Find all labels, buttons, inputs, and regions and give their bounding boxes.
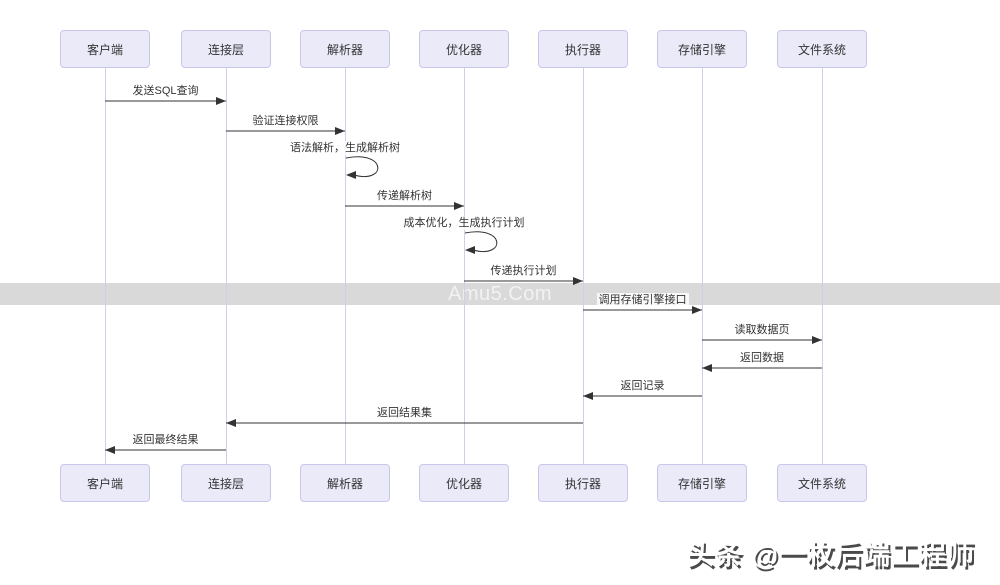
participant-box-bottom-7: 文件系统 bbox=[777, 464, 867, 502]
message-label: 调用存储引擎接口 bbox=[596, 293, 689, 307]
participant-label: 执行器 bbox=[564, 476, 601, 491]
participant-label: 执行器 bbox=[564, 42, 601, 57]
message-label: 返回记录 bbox=[618, 379, 667, 393]
credit-text: 头条 @一枚后端工程师 bbox=[687, 540, 975, 570]
participant-label: 存储引擎 bbox=[677, 42, 726, 57]
participant-label: 优化器 bbox=[445, 476, 482, 491]
participant-box-bottom-3: 解析器 bbox=[300, 464, 390, 502]
participant-label: 文件系统 bbox=[797, 42, 846, 57]
message-label: 发送SQL查询 bbox=[130, 84, 201, 98]
lifeline-2 bbox=[225, 68, 227, 464]
participant-box-top-3: 解析器 bbox=[300, 30, 390, 68]
participant-label: 连接层 bbox=[207, 476, 244, 491]
participant-label: 优化器 bbox=[445, 42, 482, 57]
lifeline-5 bbox=[582, 68, 584, 464]
lifeline-1 bbox=[104, 68, 106, 464]
arrowhead bbox=[216, 97, 226, 105]
arrowhead bbox=[573, 277, 583, 285]
participant-box-top-2: 连接层 bbox=[181, 30, 271, 68]
watermark-text: Amu5.Com bbox=[447, 282, 553, 305]
message-label: 返回结果集 bbox=[375, 406, 434, 420]
arrowhead bbox=[465, 246, 475, 254]
message-label: 验证连接权限 bbox=[250, 114, 321, 128]
arrowhead bbox=[583, 392, 593, 400]
lifeline-3 bbox=[344, 68, 346, 464]
participant-box-bottom-4: 优化器 bbox=[419, 464, 509, 502]
message-label: 传递解析树 bbox=[375, 189, 434, 203]
participant-box-top-1: 客户端 bbox=[60, 30, 150, 68]
arrowhead bbox=[105, 446, 115, 454]
message-label: 传递执行计划 bbox=[488, 264, 559, 278]
participant-label: 客户端 bbox=[86, 476, 123, 491]
participant-box-bottom-6: 存储引擎 bbox=[657, 464, 747, 502]
self-message-loop bbox=[464, 231, 498, 252]
self-message-loop bbox=[345, 156, 379, 177]
message-label: 成本优化，生成执行计划 bbox=[401, 216, 527, 230]
message-label: 语法解析，生成解析树 bbox=[288, 141, 402, 155]
participant-box-bottom-2: 连接层 bbox=[181, 464, 271, 502]
participant-box-top-4: 优化器 bbox=[419, 30, 509, 68]
participant-label: 文件系统 bbox=[797, 476, 846, 491]
arrowhead bbox=[454, 202, 464, 210]
arrowhead bbox=[346, 171, 356, 179]
lifeline-4 bbox=[463, 68, 465, 464]
arrowhead bbox=[692, 306, 702, 314]
arrowhead bbox=[226, 419, 236, 427]
message-label: 读取数据页 bbox=[732, 323, 792, 337]
message-label: 返回最终结果 bbox=[130, 433, 201, 447]
watermark-band: Amu5.Com bbox=[0, 283, 1000, 305]
participant-box-top-6: 存储引擎 bbox=[657, 30, 747, 68]
participant-box-bottom-5: 执行器 bbox=[538, 464, 628, 502]
participant-box-top-5: 执行器 bbox=[538, 30, 628, 68]
participant-label: 客户端 bbox=[86, 42, 123, 57]
participant-label: 连接层 bbox=[207, 42, 244, 57]
arrowhead bbox=[702, 364, 712, 372]
participant-label: 解析器 bbox=[326, 42, 363, 57]
participant-box-bottom-1: 客户端 bbox=[60, 464, 150, 502]
lifeline-7 bbox=[821, 68, 823, 464]
arrowhead bbox=[335, 127, 345, 135]
participant-label: 解析器 bbox=[326, 476, 363, 491]
lifeline-6 bbox=[701, 68, 703, 464]
participant-label: 存储引擎 bbox=[677, 476, 726, 491]
message-label: 返回数据 bbox=[738, 351, 786, 365]
arrowhead bbox=[812, 336, 822, 344]
participant-box-top-7: 文件系统 bbox=[777, 30, 867, 68]
